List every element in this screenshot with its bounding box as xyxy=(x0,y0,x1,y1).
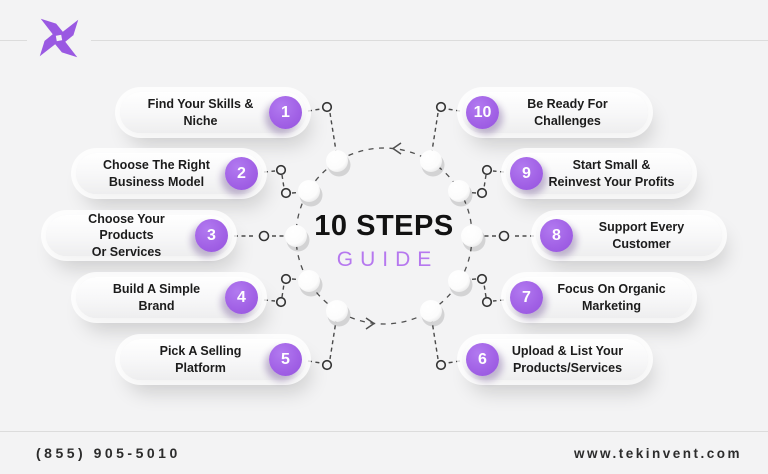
step-number-badge-8: 8 xyxy=(540,219,573,252)
step-number-badge-6: 6 xyxy=(466,343,499,376)
step-pill-9: 9 Start Small &Reinvest Your Profits xyxy=(506,153,692,194)
step-number-badge-7: 7 xyxy=(510,281,543,314)
step-label-1: Find Your Skills &Niche xyxy=(147,97,254,128)
step-number-badge-10: 10 xyxy=(466,96,499,129)
diagram-title: 10 STEPS xyxy=(314,210,454,242)
connector-dots xyxy=(258,101,510,371)
brand-logo xyxy=(27,7,91,69)
ring-nodes xyxy=(285,150,486,327)
footer-phone: (855) 905-5010 xyxy=(36,445,181,461)
ring-arrow-top xyxy=(391,142,402,155)
footer-bar: (855) 905-5010 www.tekinvent.com xyxy=(0,431,768,474)
step-label-9: Start Small &Reinvest Your Profits xyxy=(548,158,675,189)
diagram-subtitle: GUIDE xyxy=(336,248,439,271)
center-label: 10 STEPS GUIDE xyxy=(284,210,484,272)
top-divider-line xyxy=(0,40,768,41)
step-pill-1: Find Your Skills &Niche 1 xyxy=(120,92,306,133)
step-number-badge-9: 9 xyxy=(510,157,543,190)
ring-arrow-bottom xyxy=(365,317,376,330)
step-number-badge-2: 2 xyxy=(225,157,258,190)
step-number-badge-1: 1 xyxy=(269,96,302,129)
footer-website: www.tekinvent.com xyxy=(573,445,742,461)
step-number-badge-3: 3 xyxy=(195,219,228,252)
pinwheel-icon xyxy=(39,18,79,58)
step-number-badge-5: 5 xyxy=(269,343,302,376)
step-number-badge-4: 4 xyxy=(225,281,258,314)
